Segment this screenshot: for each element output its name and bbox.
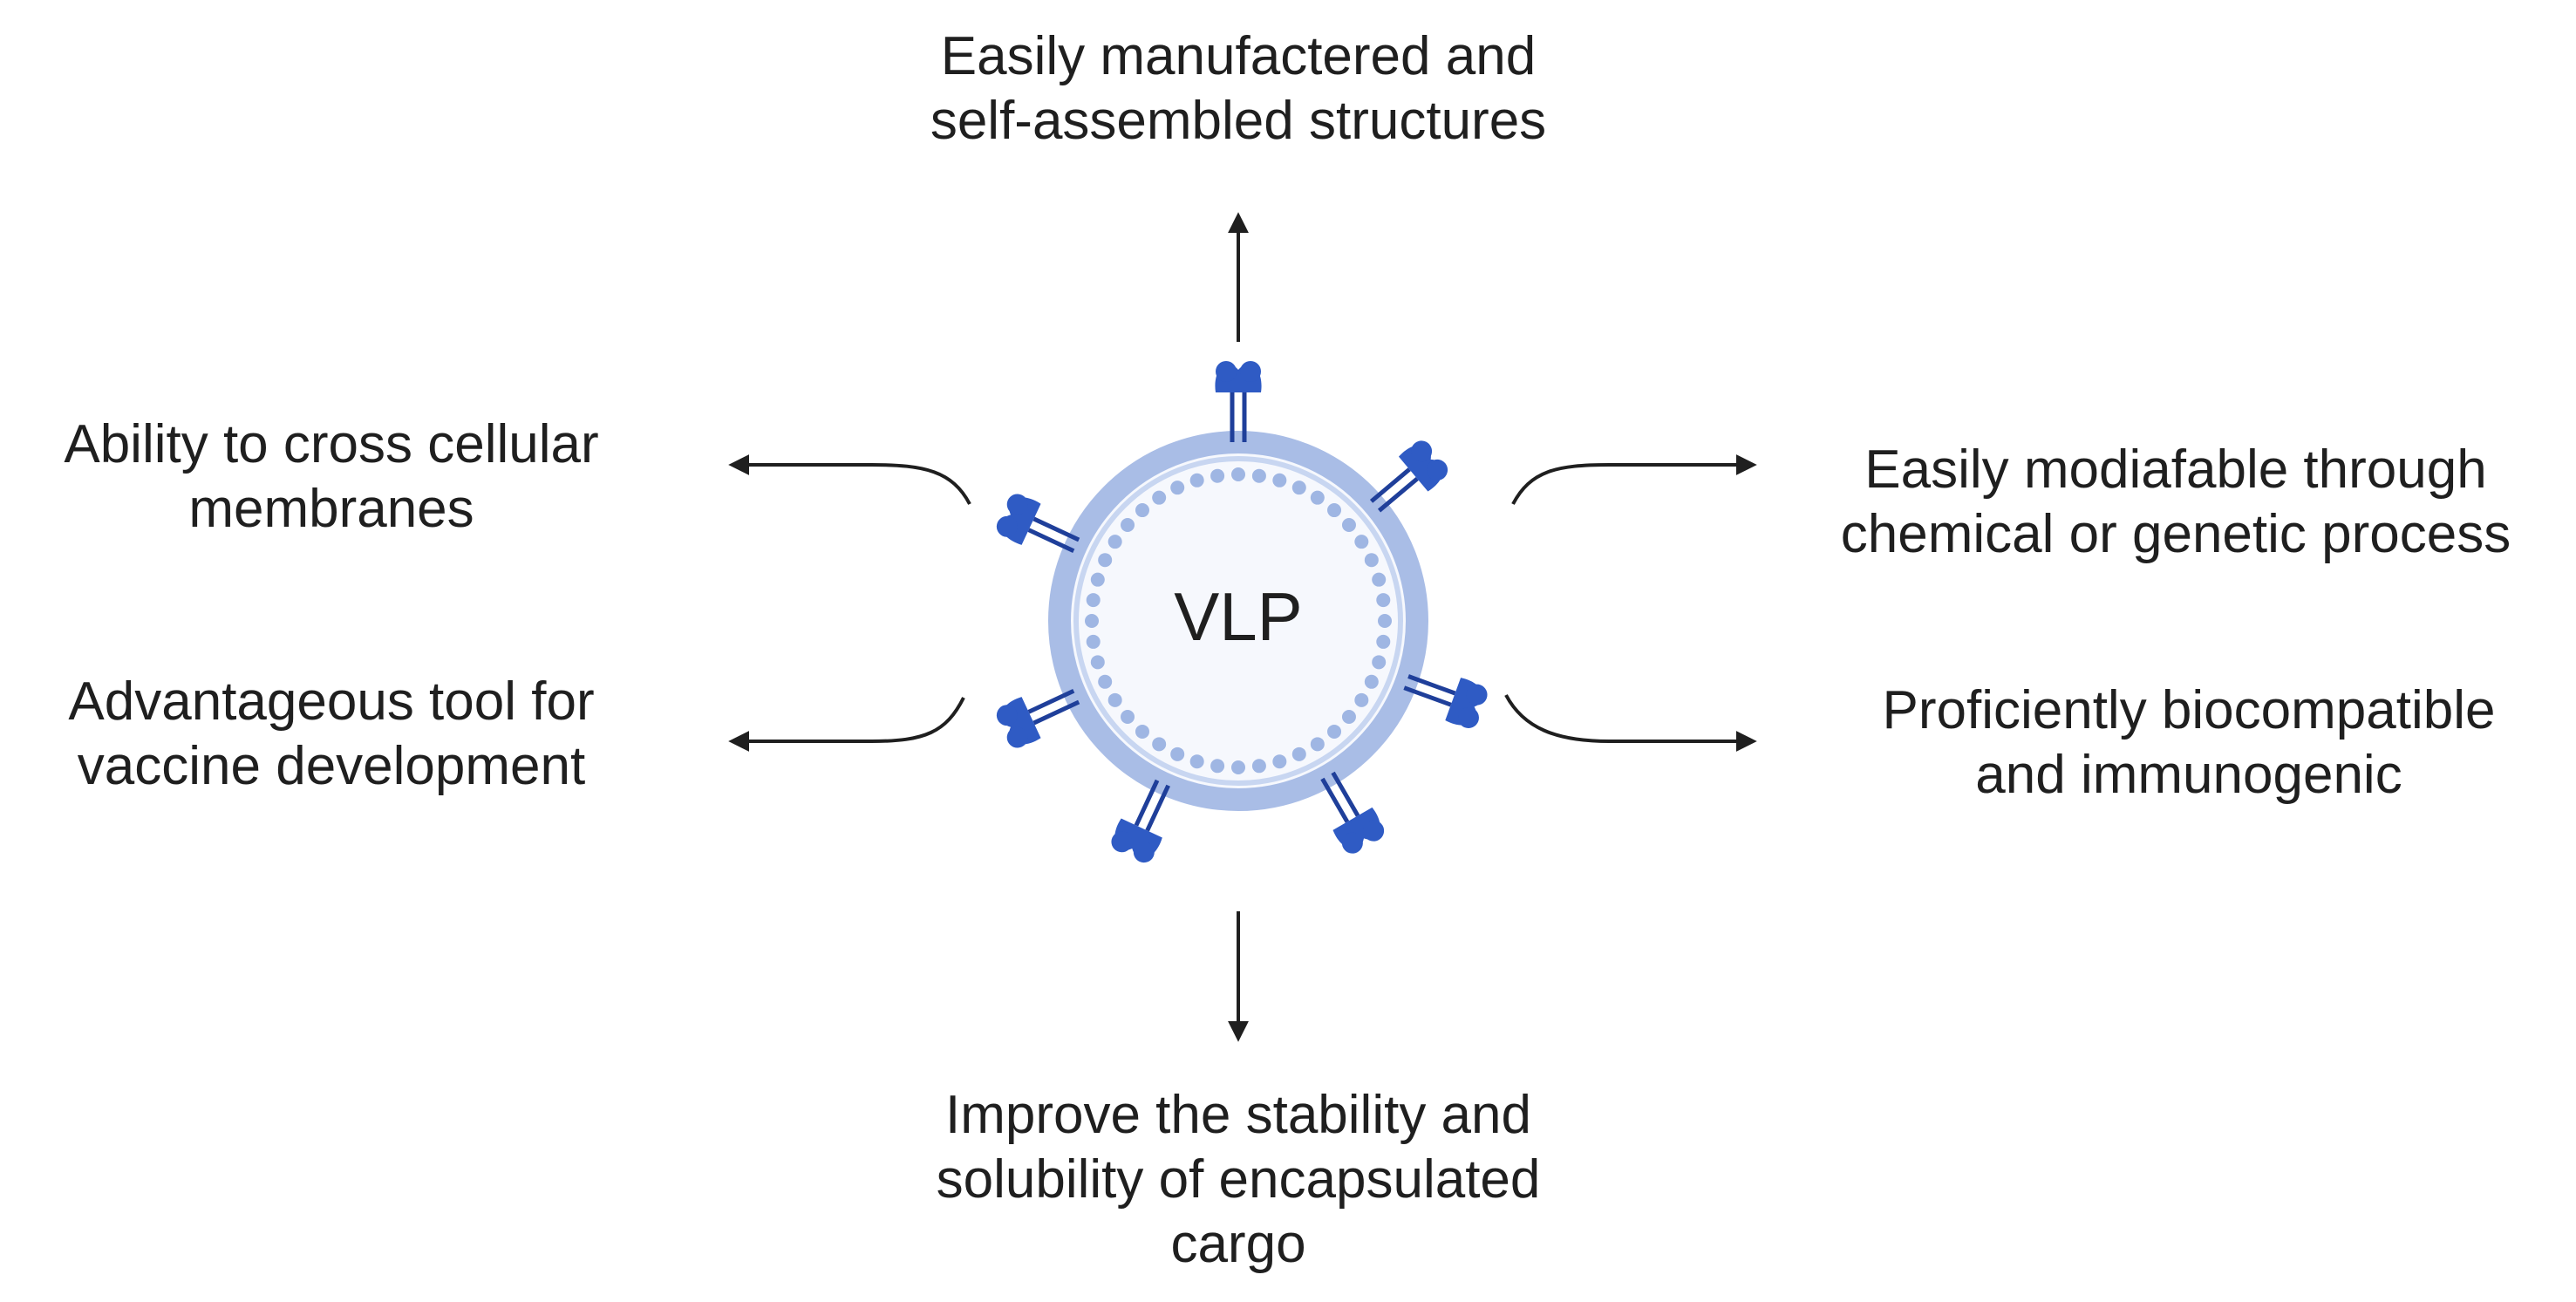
capsid-dot	[1372, 572, 1387, 587]
capsid-dot	[1170, 481, 1185, 495]
surface-proteins	[996, 361, 1488, 863]
surface-protein-icon	[1403, 674, 1488, 728]
node-bottom-line-3: cargo	[1170, 1214, 1306, 1274]
capsid-dot	[1272, 473, 1287, 487]
node-top-line-2: self-assembled structures	[930, 91, 1547, 151]
capsid-dot	[1085, 614, 1099, 628]
capsid-dot	[1354, 692, 1369, 707]
capsid-dot	[1341, 710, 1356, 725]
capsid-dot	[1372, 655, 1387, 670]
capsid-dot	[1310, 490, 1325, 505]
capsid-dot	[1090, 655, 1105, 670]
node-lower-right-line-1: Proficiently biocompatible	[1882, 680, 2496, 740]
capsid-dot	[1376, 593, 1391, 608]
capsid-dot	[1189, 754, 1204, 769]
capsid-dot	[1272, 754, 1287, 769]
arrows	[728, 212, 1757, 1042]
capsid-dot	[1354, 535, 1369, 549]
capsid-dot	[1231, 467, 1245, 481]
node-upper-right: Easily modiafable through chemical or ge…	[1792, 438, 2559, 567]
arrow-upper-left	[728, 454, 971, 505]
arrow-lower-left	[728, 697, 965, 752]
capsid-dot	[1107, 692, 1122, 707]
node-bottom: Improve the stability and solubility of …	[889, 1083, 1587, 1277]
node-bottom-line-1: Improve the stability and	[944, 1085, 1531, 1145]
surface-protein-icon	[996, 689, 1080, 748]
node-lower-left-line-1: Advantageous tool for	[68, 671, 595, 732]
node-lower-right: Proficiently biocompatible and immunogen…	[1814, 678, 2564, 808]
node-lower-left-line-2: vaccine development	[77, 736, 586, 796]
capsid-dot	[1086, 593, 1101, 608]
capsid-dot	[1210, 468, 1225, 483]
surface-protein-icon	[996, 494, 1080, 553]
node-lower-right-line-2: and immunogenic	[1975, 745, 2402, 805]
capsid-dot	[1135, 724, 1149, 739]
surface-protein-icon	[1215, 361, 1262, 442]
capsid-dot	[1341, 517, 1356, 532]
capsid-dot	[1152, 490, 1167, 505]
capsid-dot	[1170, 746, 1185, 761]
capsid-dot	[1251, 468, 1266, 483]
node-lower-left: Advantageous tool for vaccine developmen…	[17, 670, 645, 799]
node-upper-left-line-1: Ability to cross cellular	[64, 414, 599, 474]
capsid-dot	[1090, 572, 1105, 587]
capsid-dot	[1107, 535, 1122, 549]
capsid-dot	[1098, 674, 1113, 689]
arrow-lower-right	[1504, 694, 1757, 752]
arrow-upper-right	[1511, 454, 1757, 505]
capsid-dot	[1291, 746, 1306, 761]
surface-protein-icon	[1320, 771, 1385, 854]
capsid-dot	[1364, 553, 1379, 568]
capsid-dot	[1364, 674, 1379, 689]
virus-like-particle-icon	[996, 361, 1488, 863]
capsid-dot	[1231, 760, 1245, 774]
capsid-dot	[1376, 634, 1391, 649]
node-top: Easily manufactered and self-assembled s…	[889, 24, 1587, 153]
capsid-outer-ring	[1048, 431, 1428, 811]
capsid-dot	[1327, 724, 1342, 739]
surface-protein-icon	[1369, 440, 1448, 513]
capsid-inner-ring	[1073, 456, 1403, 786]
capsid-dot	[1098, 553, 1113, 568]
capsid-dot	[1121, 517, 1135, 532]
node-upper-left: Ability to cross cellular membranes	[0, 412, 663, 542]
node-upper-left-line-2: membranes	[188, 479, 474, 539]
capsid-dot	[1210, 759, 1225, 774]
node-bottom-line-2: solubility of encapsulated	[936, 1149, 1541, 1210]
capsid-dot	[1310, 737, 1325, 752]
capsid-dot	[1152, 737, 1167, 752]
capsid-dots	[1085, 467, 1392, 774]
node-upper-right-line-1: Easily modiafable through	[1864, 440, 2487, 500]
node-top-line-1: Easily manufactered and	[940, 26, 1537, 86]
capsid-dot	[1135, 503, 1149, 518]
node-upper-right-line-2: chemical or genetic process	[1840, 504, 2511, 564]
capsid-dot	[1086, 634, 1101, 649]
surface-protein-icon	[1111, 779, 1170, 863]
capsid-dot	[1189, 473, 1204, 487]
vlp-center-label: VLP	[1174, 578, 1303, 655]
capsid-dot	[1291, 481, 1306, 495]
capsid-dot	[1121, 710, 1135, 725]
capsid-dot	[1327, 503, 1342, 518]
capsid-dot	[1378, 614, 1392, 628]
capsid-dot	[1251, 759, 1266, 774]
